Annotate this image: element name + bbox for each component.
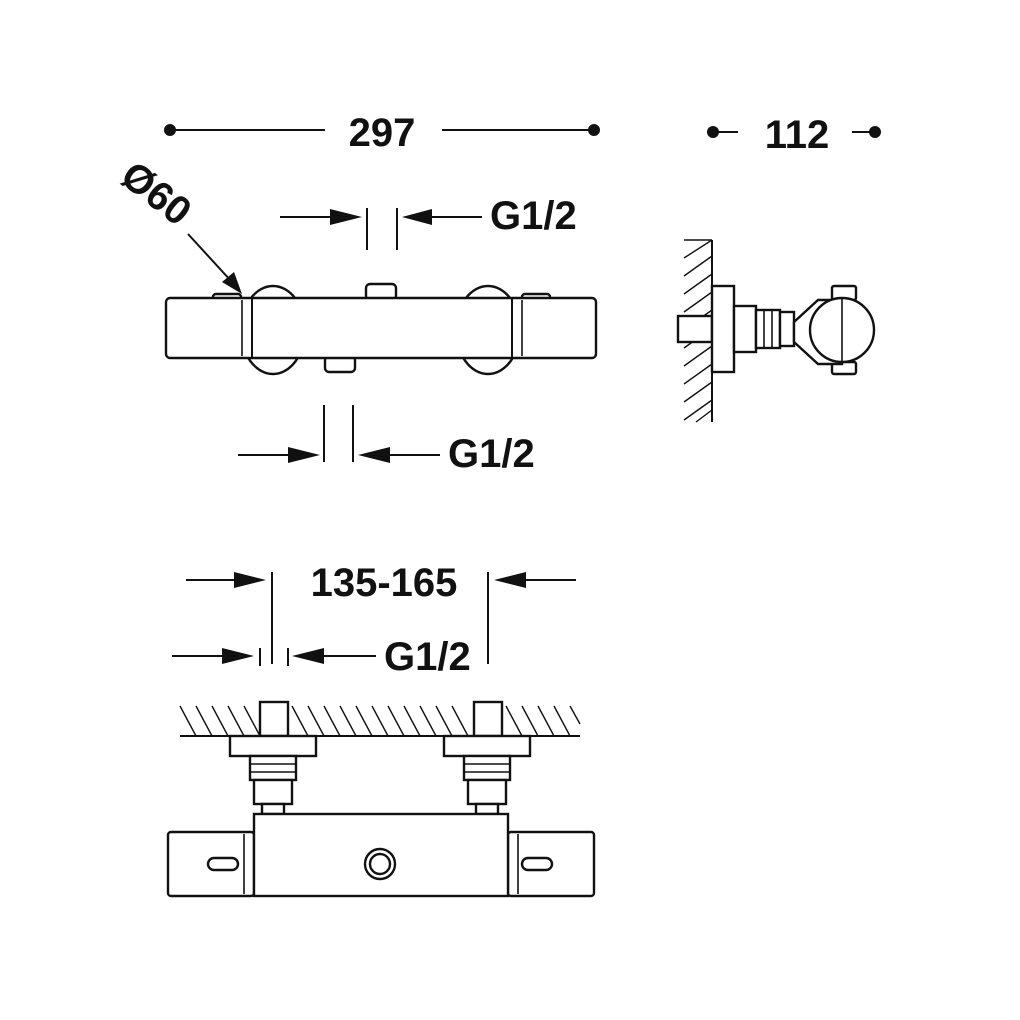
plan-wall [179,705,581,737]
dimension-inlet-thread: G1/2 [172,635,471,679]
right-inlet-connector [442,700,532,816]
dimension-top-thread: G1/2 [280,194,577,250]
dimension-knob-diameter: Ø60 [113,153,242,294]
dimension-bottom-thread: G1/2 [238,405,535,476]
mixer-body-plan [166,812,596,898]
left-inlet-connector [228,700,318,816]
side-view: 112 [676,113,881,423]
top-thread-label: G1/2 [490,194,577,238]
bottom-thread-label: G1/2 [448,432,535,476]
dimension-overall-length: 297 [164,111,600,155]
dimension-inlet-spacing: 135-165 [186,561,576,664]
knob-diameter-label: Ø60 [113,153,200,234]
inlet-thread-label: G1/2 [384,635,471,679]
depth-label: 112 [765,113,830,157]
inlet-spacing-label: 135-165 [311,561,458,605]
plan-view: 135-165 G1/2 [166,561,596,898]
front-view: 297 Ø60 G1/2 [113,111,600,476]
mixer-body-side [676,284,876,376]
overall-length-label: 297 [349,111,416,155]
dimension-depth: 112 [707,113,881,157]
mixer-body-front [164,282,598,376]
